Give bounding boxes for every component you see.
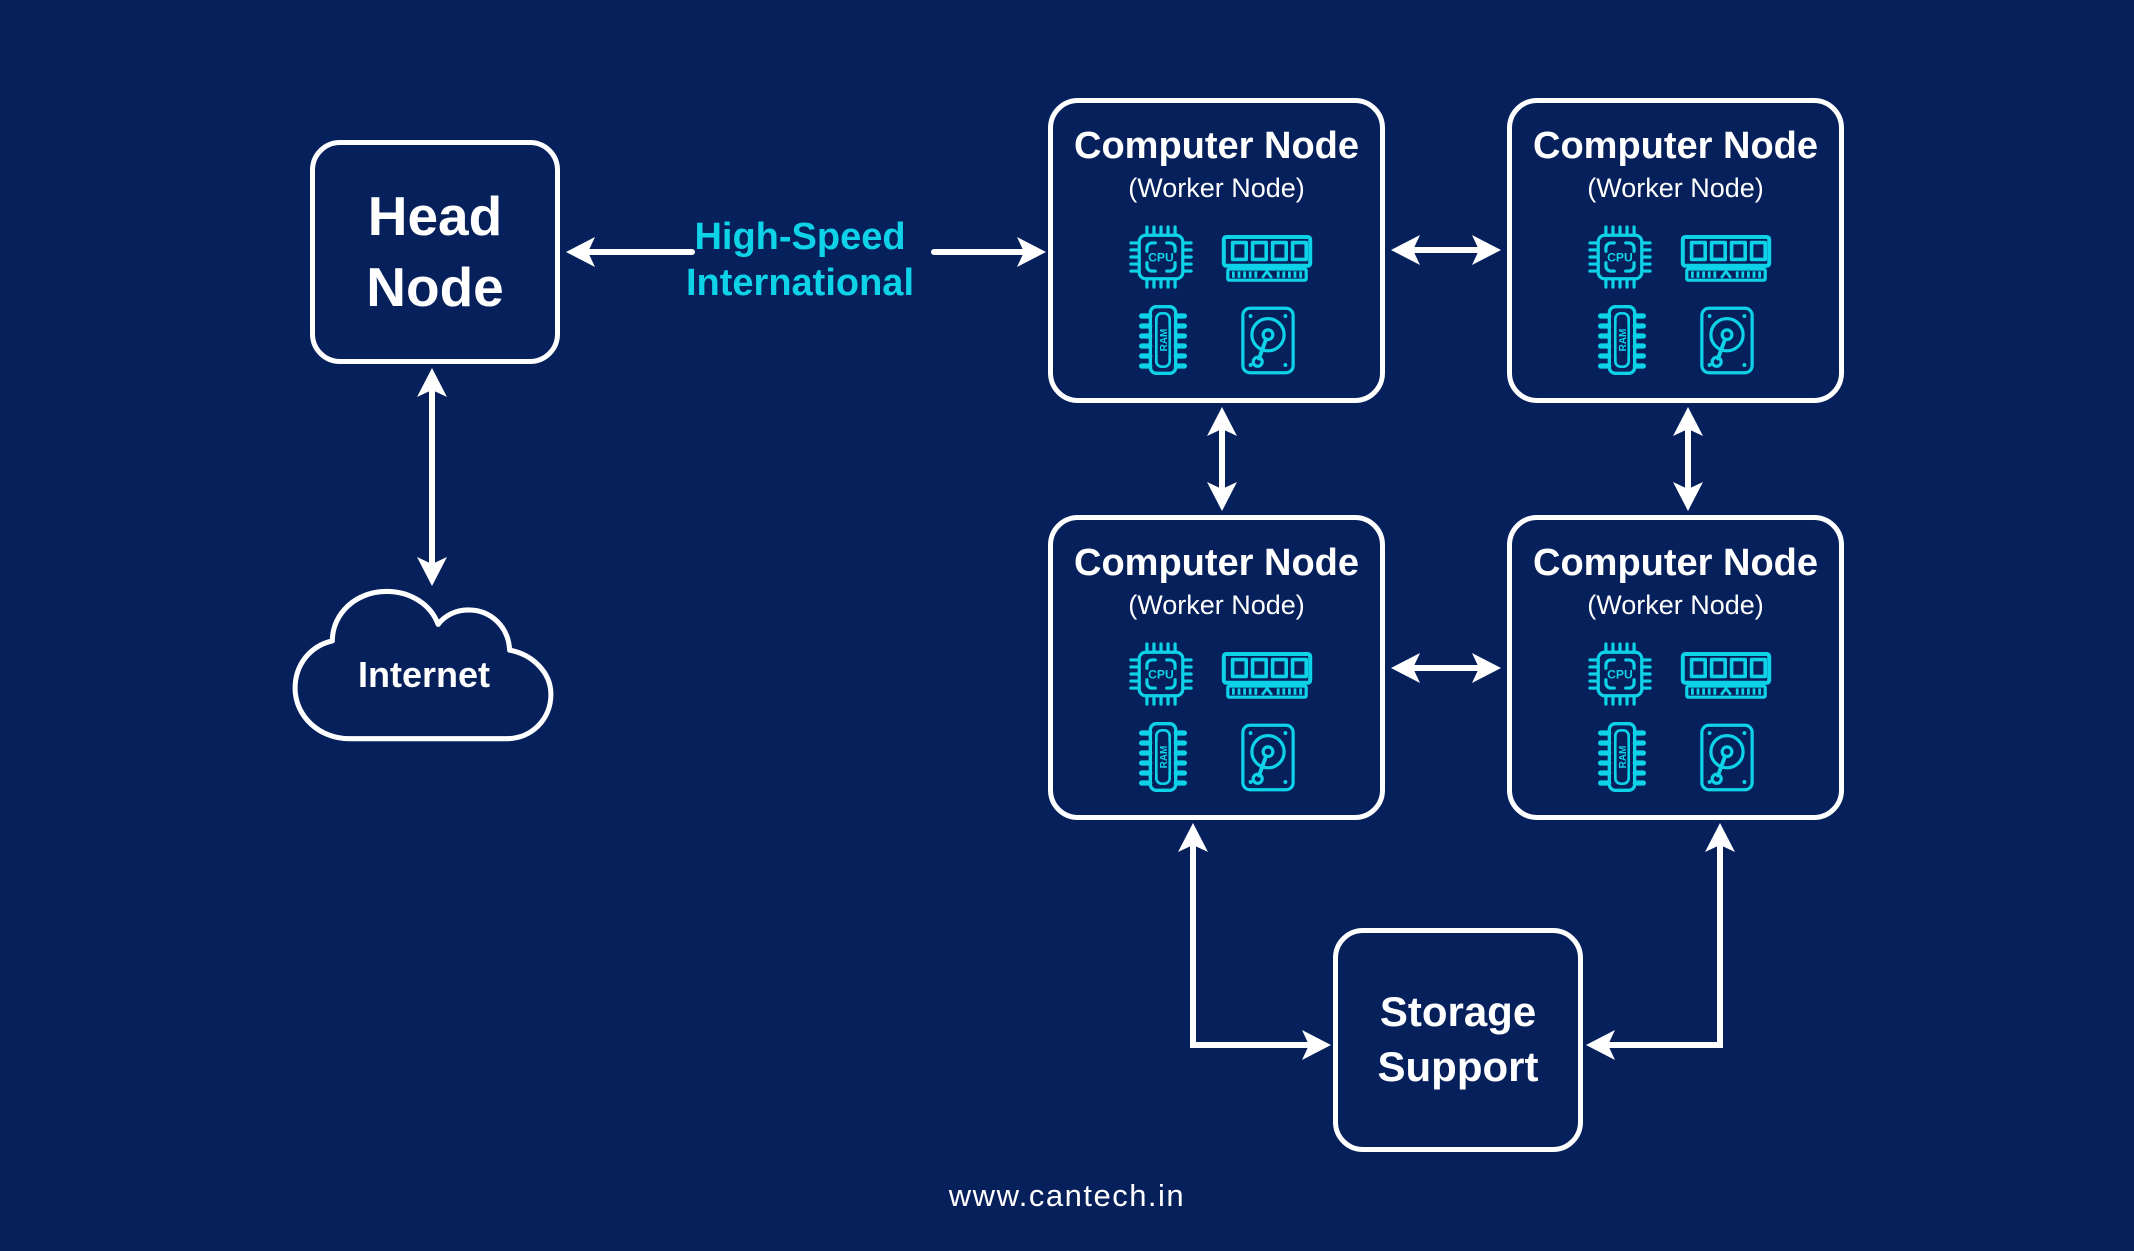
computer-node-title: Computer Node [1533, 542, 1818, 584]
cpu-icon: CPU [1588, 642, 1652, 706]
memory-module-icon [1678, 646, 1774, 710]
worker-node-subtitle: (Worker Node) [1587, 590, 1764, 620]
internet-cloud-icon [292, 588, 554, 742]
storage-support-label: Storage Support [1377, 988, 1539, 1090]
svg-text:RAM: RAM [1159, 329, 1170, 352]
hard-disk-icon [1698, 722, 1756, 793]
svg-text:RAM: RAM [1159, 746, 1170, 769]
storage-support-box: Storage Support [1333, 928, 1583, 1152]
svg-text:CPU: CPU [1607, 250, 1633, 264]
memory-module-icon [1219, 646, 1315, 710]
computer-node-title: Computer Node [1074, 125, 1359, 167]
hard-disk-icon [1698, 305, 1756, 376]
memory-module-icon [1678, 229, 1774, 293]
worker-node-subtitle: (Worker Node) [1587, 173, 1764, 203]
svg-text:RAM: RAM [1618, 329, 1629, 352]
website-url: www.cantech.in [948, 1178, 1186, 1213]
cpu-icon: CPU [1129, 225, 1193, 289]
computer-node-box-2: Computer Node (Worker Node) CPU RAM [1507, 98, 1844, 403]
svg-text:RAM: RAM [1618, 746, 1629, 769]
computer-node-box-3: Computer Node (Worker Node) CPU RAM [1048, 515, 1385, 820]
svg-text:CPU: CPU [1148, 250, 1174, 264]
head-node-box: Head Node [310, 140, 560, 364]
computer-node-title: Computer Node [1533, 125, 1818, 167]
cpu-icon: CPU [1588, 225, 1652, 289]
internet-label: Internet [357, 654, 490, 695]
computer-node-box-1: Computer Node (Worker Node) CPU RAM [1048, 98, 1385, 403]
ram-chip-icon: RAM [1592, 303, 1652, 377]
memory-module-icon [1219, 229, 1315, 293]
hard-disk-icon [1239, 722, 1297, 793]
cpu-icon: CPU [1129, 642, 1193, 706]
worker-node-subtitle: (Worker Node) [1128, 590, 1305, 620]
svg-text:CPU: CPU [1148, 667, 1174, 681]
ram-chip-icon: RAM [1133, 303, 1193, 377]
head-node-label: Head Node [366, 184, 504, 319]
computer-node-title: Computer Node [1074, 542, 1359, 584]
link-speed-label: High-Speed International [685, 216, 915, 305]
worker-node-subtitle: (Worker Node) [1128, 173, 1305, 203]
computer-node-box-4: Computer Node (Worker Node) CPU RAM [1507, 515, 1844, 820]
hard-disk-icon [1239, 305, 1297, 376]
ram-chip-icon: RAM [1592, 720, 1652, 794]
svg-text:CPU: CPU [1607, 667, 1633, 681]
ram-chip-icon: RAM [1133, 720, 1193, 794]
